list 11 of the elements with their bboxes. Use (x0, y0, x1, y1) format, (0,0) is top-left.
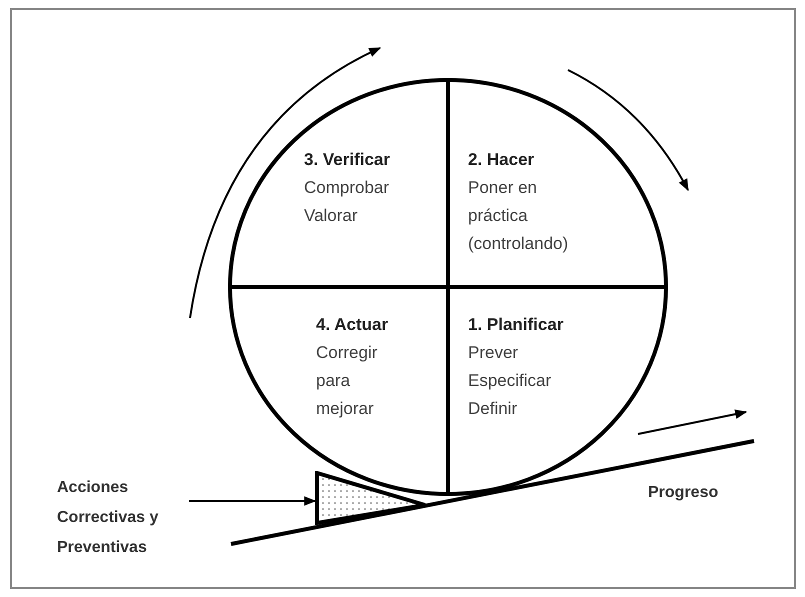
step-heading: 4. Actuar (316, 314, 390, 336)
side-note: Acciones Correctivas y Preventivas (57, 473, 187, 563)
progress-label: Progreso (648, 483, 718, 503)
step-description: Corregir para mejorar (316, 342, 378, 420)
step-description: Poner en práctica (controlando) (468, 177, 570, 255)
step-description: Comprobar Valorar (304, 177, 390, 227)
arrow (189, 496, 316, 506)
step-heading: 2. Hacer (468, 149, 536, 171)
step-heading: 1. Planificar (468, 314, 564, 336)
step-description: Prever Especificar Definir (468, 342, 552, 420)
step-heading: 3. Verificar (304, 149, 392, 171)
